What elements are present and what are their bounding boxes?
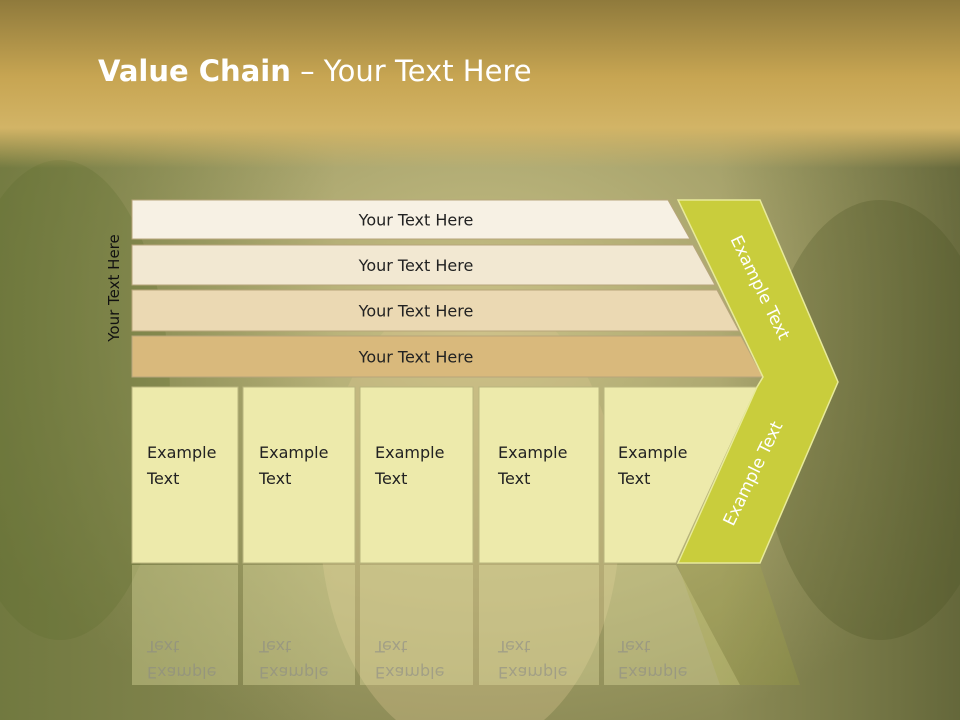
reflection-line1: Example: [618, 663, 688, 682]
columns: [131, 386, 758, 564]
column-label-line2: Text: [618, 469, 651, 488]
column-label-line2: Text: [259, 469, 292, 488]
column-label-line1: Example: [147, 443, 217, 462]
chevron-reflection: [678, 565, 800, 685]
slide-title: Value Chain – Your Text Here: [98, 54, 532, 88]
column-5: [603, 386, 758, 564]
column-label-reflection: Example Text: [147, 633, 216, 685]
reflection-line2: Text: [375, 637, 408, 656]
bar-4: Your Text Here: [131, 335, 764, 378]
reflection-line1: Example: [375, 663, 445, 682]
column-label-line1: Example: [618, 443, 688, 462]
column-4: [478, 386, 600, 564]
title-bold: Value Chain: [98, 54, 291, 88]
column-reflection: [479, 565, 599, 685]
column-label-reflection: Example Text: [618, 633, 687, 685]
reflection-line2: Text: [498, 637, 531, 656]
reflection-line1: Example: [147, 663, 217, 682]
reflection-line2: Text: [618, 637, 651, 656]
column-reflection: [132, 565, 238, 685]
column-label-line2: Text: [498, 469, 531, 488]
reflection: [132, 565, 800, 685]
column-label-reflection: Example Text: [498, 633, 567, 685]
chevron-shape: [676, 199, 839, 564]
bar-label: Your Text Here: [358, 211, 474, 230]
bar-3: Your Text Here: [131, 289, 740, 332]
bar-shape: [131, 244, 716, 286]
column-label-line1: Example: [498, 443, 568, 462]
column-reflection: [604, 565, 740, 685]
reflection-line1: Example: [259, 663, 329, 682]
bar-label: Your Text Here: [358, 256, 474, 275]
column-reflection: [360, 565, 473, 685]
column-2: [242, 386, 356, 564]
bar-2: Your Text Here: [131, 244, 716, 286]
column-reflection: [243, 565, 355, 685]
bar-shape: [131, 289, 740, 332]
column-1: [131, 386, 239, 564]
bar-1: Your Text Here: [131, 199, 691, 240]
bar-label: Your Text Here: [358, 348, 474, 367]
reflection-line2: Text: [259, 637, 292, 656]
bar-label: Your Text Here: [358, 302, 474, 321]
reflection-line1: Example: [498, 663, 568, 682]
column-label-line2: Text: [375, 469, 408, 488]
column-label-line1: Example: [259, 443, 329, 462]
column-label-reflection: Example Text: [259, 633, 328, 685]
column-label-reflection: Example Text: [375, 633, 444, 685]
reflection-line2: Text: [147, 637, 180, 656]
column-3: [359, 386, 474, 564]
bar-shape: [131, 199, 691, 240]
column-label-line2: Text: [147, 469, 180, 488]
title-rest: – Your Text Here: [290, 54, 532, 88]
column-label-line1: Example: [375, 443, 445, 462]
